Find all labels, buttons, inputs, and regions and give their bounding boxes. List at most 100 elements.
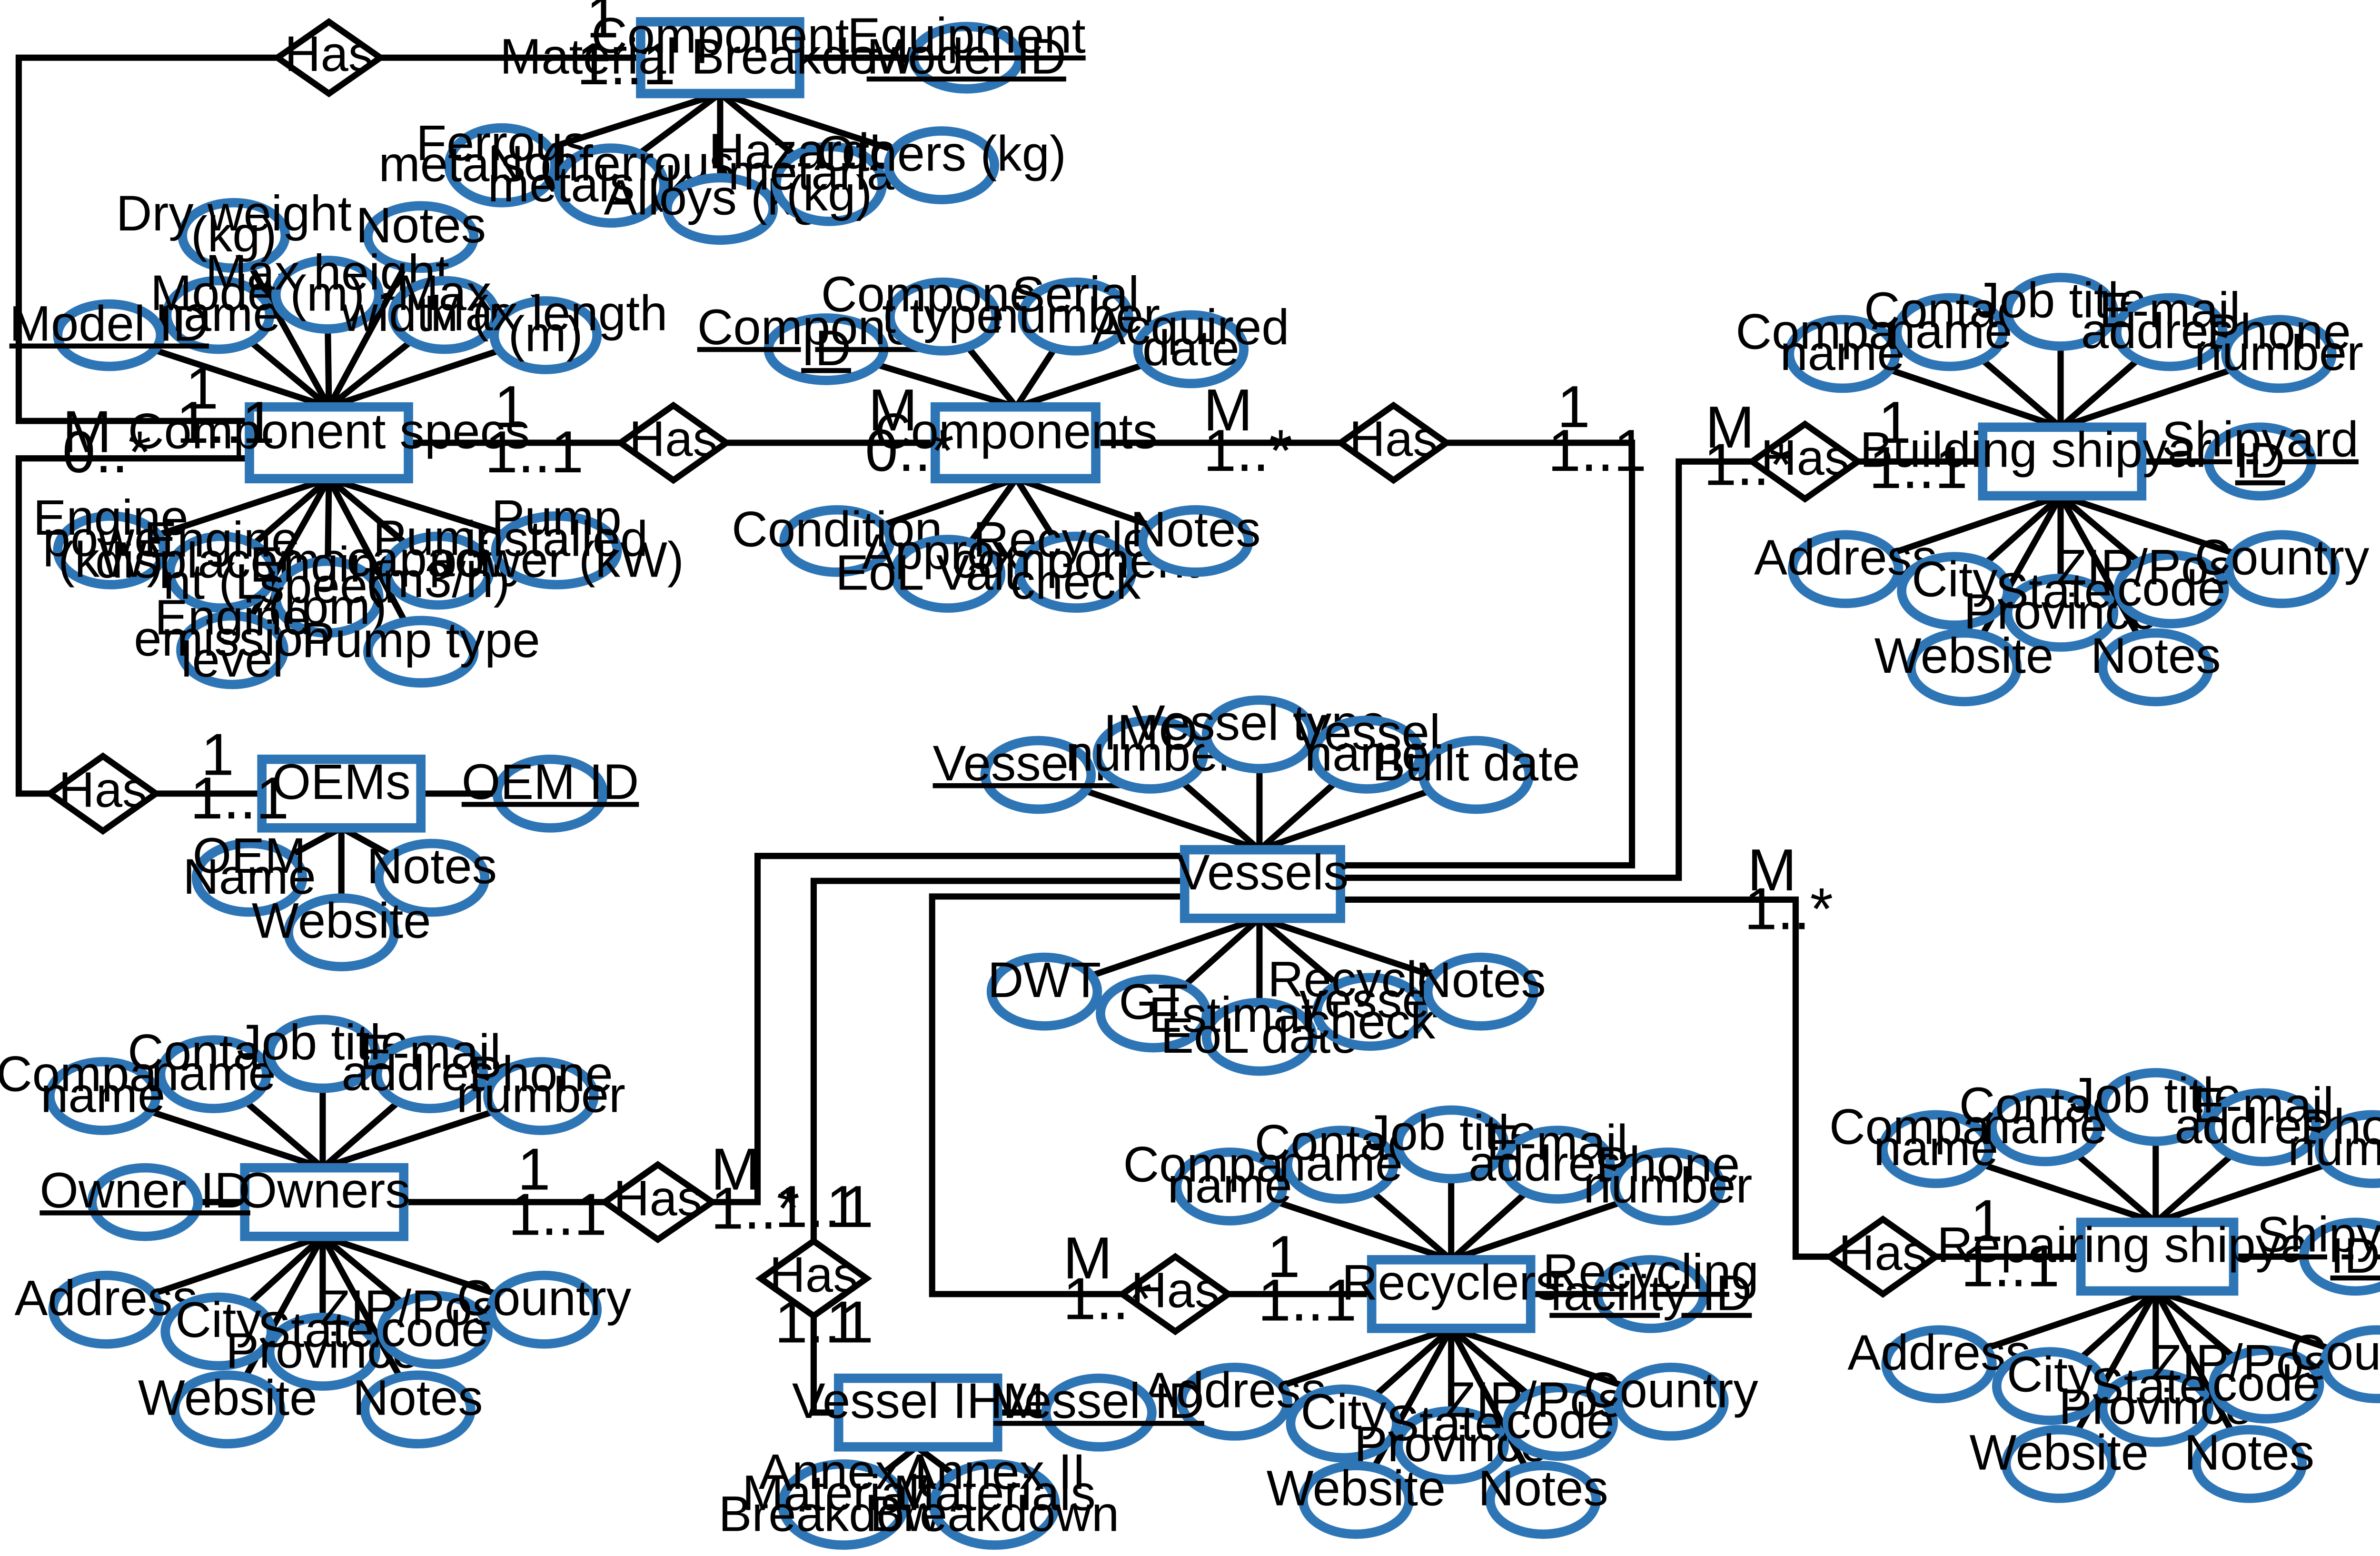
label-line: emission <box>134 611 330 667</box>
attribute-notes: Notes <box>353 1370 483 1449</box>
attribute-alloys: Alloys (kg) <box>604 170 836 245</box>
entity-vessel-ihm: Vessel IHM <box>792 1373 1044 1452</box>
label-line: E-mail <box>359 1025 501 1080</box>
label-line: (m) <box>508 307 583 362</box>
label-line: Owners <box>238 1163 410 1218</box>
attribute-job-title: Job title <box>1365 1105 1537 1184</box>
label-line: name <box>40 1067 165 1123</box>
label-line: Material Breakdown <box>500 29 941 85</box>
label-line: State/ <box>1386 1396 1517 1451</box>
cardinality-label: M <box>1747 837 1797 903</box>
label-line: (m3/h) <box>366 552 510 608</box>
label-line: Dry weight <box>116 186 352 241</box>
attribute-notes: Notes <box>2184 1425 2314 1503</box>
entity-component-specs: Component specs <box>128 402 530 484</box>
entity-label: Components <box>875 403 1158 459</box>
attribute-model-name: Modelname <box>150 265 286 354</box>
attribute-address: Address <box>1754 530 1937 608</box>
label-line: number <box>456 1067 625 1123</box>
attribute-built-date: Built date <box>1372 736 1580 814</box>
attribute-notes: Notes <box>356 198 486 273</box>
relationship-has-vessel-ihm: Has <box>755 1237 873 1320</box>
label-line: Vessel ID <box>993 1373 1204 1429</box>
attribute-model-id: Model ID <box>10 296 209 371</box>
label-line: installed <box>465 511 648 567</box>
attribute-label: Notes <box>1478 1461 1608 1516</box>
label-line: code <box>1506 1393 1614 1449</box>
attribute-label: Annex IIMaterialsBreakdown <box>870 1444 1119 1542</box>
attribute-label: ShipyardID <box>2257 1207 2380 1284</box>
cardinality-label: 1 <box>186 355 218 421</box>
attribute-vessel-id: Vessel ID <box>933 736 1143 814</box>
label-line: E-mail <box>1487 1115 1628 1170</box>
attribute-oem-name: OEMName <box>183 828 316 917</box>
entity-recyclers: Recyclers <box>1342 1255 1561 1333</box>
label-line: DWT <box>988 952 1101 1008</box>
cardinality-label: M <box>62 399 112 465</box>
attribute-label: Owner ID <box>40 1163 250 1218</box>
attribute-label: Pump type <box>302 612 540 668</box>
label-line: code <box>381 1301 489 1357</box>
attribute-equipment-model-id: EquipmentModel ID <box>847 8 1086 94</box>
label-line: Country <box>1584 1362 1758 1418</box>
entity-label: Vessels <box>1177 845 1349 900</box>
attribute-website: Website <box>252 893 431 972</box>
label-line: Building shipyards <box>1860 422 2264 478</box>
attribute-label: Website <box>1874 628 2054 684</box>
attribute-label: E-mailaddress <box>1468 1115 1646 1191</box>
label-line: Model ID <box>867 29 1066 85</box>
cardinality-label: 1..* <box>1063 1266 1152 1332</box>
attribute-serial-number: Serialnumber <box>991 267 1160 356</box>
attribute-label: State/Province <box>2059 1358 2253 1435</box>
label-line: power (kW) <box>429 532 684 588</box>
cardinality-label: 1 <box>1267 1224 1300 1290</box>
attribute-notes: Notes <box>2091 628 2221 707</box>
label-line: OEMs <box>272 754 411 810</box>
label-line: code <box>2212 1356 2320 1411</box>
label-line: Phone <box>2207 304 2351 360</box>
attribute-website: Website <box>1874 628 2054 707</box>
relationship-has-recyclers: Has <box>1117 1253 1234 1336</box>
attribute-label: Others (kg) <box>817 126 1066 182</box>
attribute-vessel-id: Vessel ID <box>993 1373 1204 1452</box>
label-line: Notes <box>2184 1425 2314 1480</box>
entity-oems: OEMs <box>257 754 426 833</box>
relationship-has-cmb: Has <box>272 18 386 98</box>
attribute-label: Notes <box>1416 952 1546 1008</box>
attribute-label: IMOnumber <box>1066 705 1235 781</box>
relationship-label: Has <box>629 411 718 467</box>
label-line: Component specs <box>128 403 530 459</box>
attribute-label: Max length(m) <box>424 285 667 362</box>
cardinality-label: 0..* <box>62 419 151 485</box>
relationship-label: Has <box>1761 430 1849 486</box>
label-line: Model ID <box>10 296 209 351</box>
attribute-shipyard-id: ShipyardID <box>2257 1207 2380 1296</box>
label-line: name <box>151 1046 276 1101</box>
label-line: Engine <box>155 590 310 646</box>
label-line: vessel <box>1299 973 1441 1028</box>
attribute-label: Website <box>1267 1461 1446 1516</box>
attribute-city: City <box>1897 552 2013 630</box>
attribute-max-length: Max length(m) <box>424 285 667 374</box>
attribute-label: Notes <box>2091 628 2221 684</box>
label-line: Phone <box>469 1046 613 1102</box>
label-line: State/ <box>258 1302 388 1357</box>
attribute-dry-weight: Dry weight(kg) <box>116 186 352 273</box>
label-line: Built date <box>1372 736 1580 791</box>
cardinality-label: 1..1 <box>176 389 275 456</box>
relationship-has-repairing-shipyards: Has <box>1825 1215 1942 1298</box>
cardinality-label: 1..* <box>1704 431 1793 498</box>
label-line: name <box>1887 303 2012 359</box>
attribute-oem-id: OEM ID <box>462 754 639 833</box>
relationship-label: Has <box>1839 1225 1927 1281</box>
attribute-recycled-vessel-check: Recycledvesselcheck <box>1268 951 1473 1051</box>
attribute-label: Notes <box>353 1370 483 1426</box>
attribute-label: Phonenumber <box>456 1046 625 1123</box>
attribute-label: Modelname <box>150 265 286 342</box>
attribute-gt: GT <box>1096 974 1211 1053</box>
attribute-ferrous-metals: Ferrousmetals (kg) <box>378 115 625 208</box>
attribute-label: OEMName <box>183 828 316 905</box>
attribute-label: Enginepower(kW) <box>33 490 188 588</box>
label-line: Approx. <box>862 524 1033 579</box>
attribute-label: Country <box>2195 530 2370 586</box>
